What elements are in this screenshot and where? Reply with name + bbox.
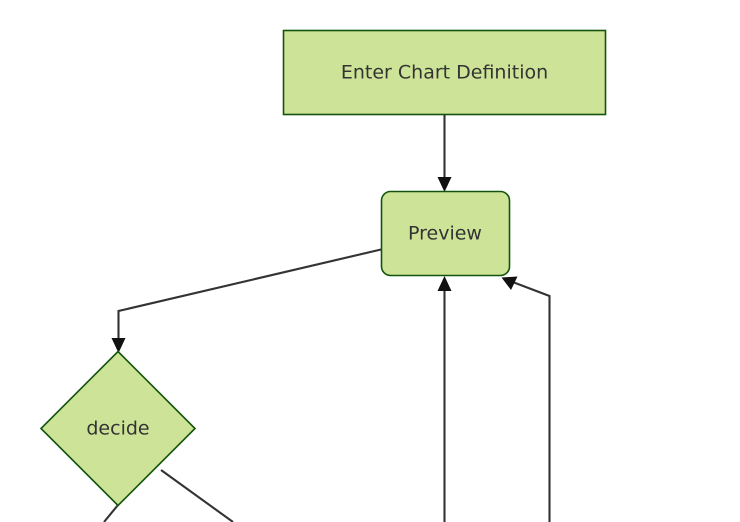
node-rounded-rectangle	[380, 190, 511, 277]
arrowhead-icon	[437, 177, 452, 192]
edge-decide-right-out	[160, 469, 234, 522]
edge-enter-to-preview	[437, 115, 452, 192]
arrowhead-icon	[501, 276, 518, 290]
node-enter-chart-definition[interactable]: Enter Chart Definition	[282, 29, 607, 116]
arrowhead-icon	[111, 338, 126, 353]
node-diamond	[39, 350, 197, 507]
edge-bottom-vertical-to-preview	[437, 276, 452, 522]
edge-line	[103, 504, 119, 522]
edge-line	[509, 280, 551, 522]
node-label-preview: Preview	[408, 223, 482, 245]
edge-bottom-right-to-preview	[501, 276, 551, 522]
node-preview[interactable]: Preview	[380, 190, 511, 277]
edge-line	[160, 469, 234, 522]
node-label-enter: Enter Chart Definition	[341, 62, 548, 84]
node-rectangle	[282, 29, 607, 116]
node-label-decide: decide	[86, 418, 149, 440]
edge-decide-bottom-out	[103, 504, 119, 522]
node-decide[interactable]: decide	[39, 350, 197, 507]
edge-line	[117, 248, 382, 344]
edge-preview-to-decide	[111, 248, 382, 353]
arrowhead-icon	[437, 276, 452, 291]
